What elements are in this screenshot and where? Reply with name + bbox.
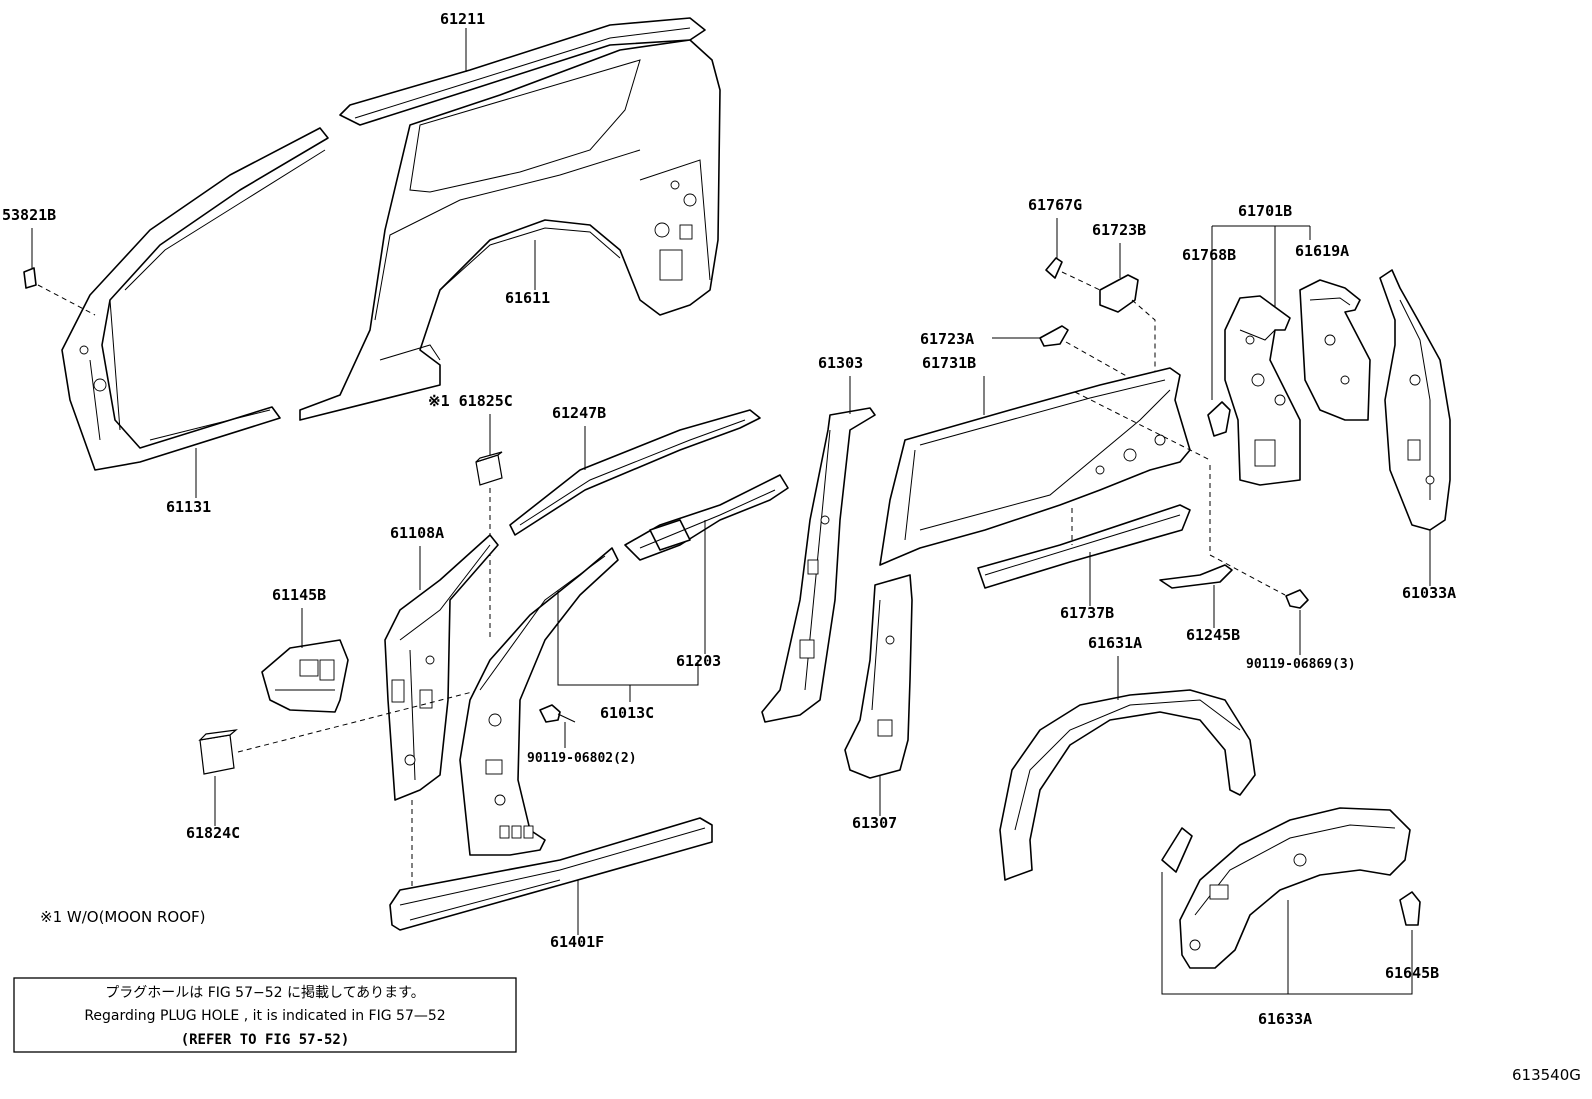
- label-61723B: 61723B: [1092, 221, 1146, 239]
- part-61033A-drawing: [1379, 269, 1451, 531]
- part-61723B-drawing: [1099, 274, 1139, 313]
- part-61145B-drawing: [261, 639, 349, 713]
- part-61303-drawing: [761, 407, 876, 723]
- part-61768B-drawing: [1207, 401, 1231, 437]
- reference-line-refer: (REFER TO FIG 57-52): [181, 1032, 350, 1048]
- part-61731B-drawing: [879, 367, 1191, 566]
- label-61611: 61611: [505, 289, 550, 307]
- label-61723A: 61723A: [920, 330, 974, 348]
- part-53821B-drawing: [23, 267, 37, 289]
- reference-line-japanese: プラグホールは FIG 57−52 に掲載してあります。: [105, 985, 425, 1001]
- footnote-moon-roof: ※1 W/O(MOON ROOF): [40, 908, 205, 926]
- part-61203-drawing: [624, 474, 789, 561]
- figure-code: 613540G: [1512, 1066, 1581, 1084]
- label-61145B: 61145B: [272, 586, 326, 604]
- part-61247B-drawing: [509, 409, 761, 536]
- dash-53821B: [37, 284, 96, 316]
- leader-61701B-bracket: [1211, 225, 1311, 400]
- dash-61723B: [1131, 299, 1156, 380]
- part-61645B-drawing: [1399, 891, 1421, 926]
- label-61245B: 61245B: [1186, 626, 1240, 644]
- label-61033A: 61033A: [1402, 584, 1456, 602]
- part-61824C-drawing: [198, 729, 238, 775]
- label-61108A: 61108A: [390, 524, 444, 542]
- label-61737B: 61737B: [1060, 604, 1114, 622]
- dash-61767G: [1061, 271, 1101, 291]
- part-61825C-drawing: [475, 451, 503, 486]
- label-61731B: 61731B: [922, 354, 976, 372]
- part-61611-drawing: [299, 39, 721, 421]
- reference-box: プラグホールは FIG 57−52 に掲載してあります。 Regarding P…: [13, 977, 517, 1053]
- label-61401F: 61401F: [550, 933, 604, 951]
- part-61108A-drawing: [384, 534, 499, 801]
- part-61131-drawing: [61, 127, 329, 471]
- label-61211: 61211: [440, 10, 485, 28]
- part-90119-06802-drawing: [539, 704, 576, 723]
- part-61737B-drawing: [977, 504, 1191, 589]
- part-61013C-drawing: [459, 547, 619, 856]
- label-61825C: ※1 61825C: [428, 392, 513, 410]
- dash-61723A-b: [1074, 391, 1211, 461]
- leader-61633A-bracket: [1161, 872, 1413, 995]
- label-61633A: 61633A: [1258, 1010, 1312, 1028]
- part-61767G-drawing: [1045, 257, 1063, 279]
- label-61131: 61131: [166, 498, 211, 516]
- label-61631A: 61631A: [1088, 634, 1142, 652]
- part-61701B-drawing: [1224, 295, 1301, 486]
- label-61303: 61303: [818, 354, 863, 372]
- label-61767G: 61767G: [1028, 196, 1082, 214]
- part-61245B-drawing: [1159, 564, 1233, 589]
- label-61203: 61203: [676, 652, 721, 670]
- dash-61245B: [1209, 465, 1286, 596]
- part-61307-drawing: [844, 574, 913, 779]
- label-61824C: 61824C: [186, 824, 240, 842]
- label-61701B: 61701B: [1238, 202, 1292, 220]
- label-90119-06802: 90119-06802(2): [527, 751, 637, 766]
- label-61307: 61307: [852, 814, 897, 832]
- part-61631A-drawing: [999, 689, 1256, 881]
- label-61013C: 61013C: [600, 704, 654, 722]
- label-61645B: 61645B: [1385, 964, 1439, 982]
- part-61401F-drawing: [389, 817, 713, 931]
- leader-61013C-bracket: [557, 590, 699, 686]
- label-61247B: 61247B: [552, 404, 606, 422]
- label-61619A: 61619A: [1295, 242, 1349, 260]
- reference-line-english: Regarding PLUG HOLE , it is indicated in…: [84, 1008, 445, 1024]
- label-61768B: 61768B: [1182, 246, 1236, 264]
- part-61211-drawing: [339, 17, 706, 126]
- part-61633A-drawing: [1161, 807, 1411, 969]
- dash-61824C: [237, 689, 481, 753]
- label-90119-06869: 90119-06869(3): [1246, 657, 1356, 672]
- label-53821B: 53821B: [2, 206, 56, 224]
- part-90119-06869-drawing: [1285, 589, 1309, 609]
- part-61723A-drawing: [1039, 325, 1069, 347]
- dash-61723A: [1065, 341, 1131, 379]
- part-61619A-drawing: [1299, 279, 1371, 421]
